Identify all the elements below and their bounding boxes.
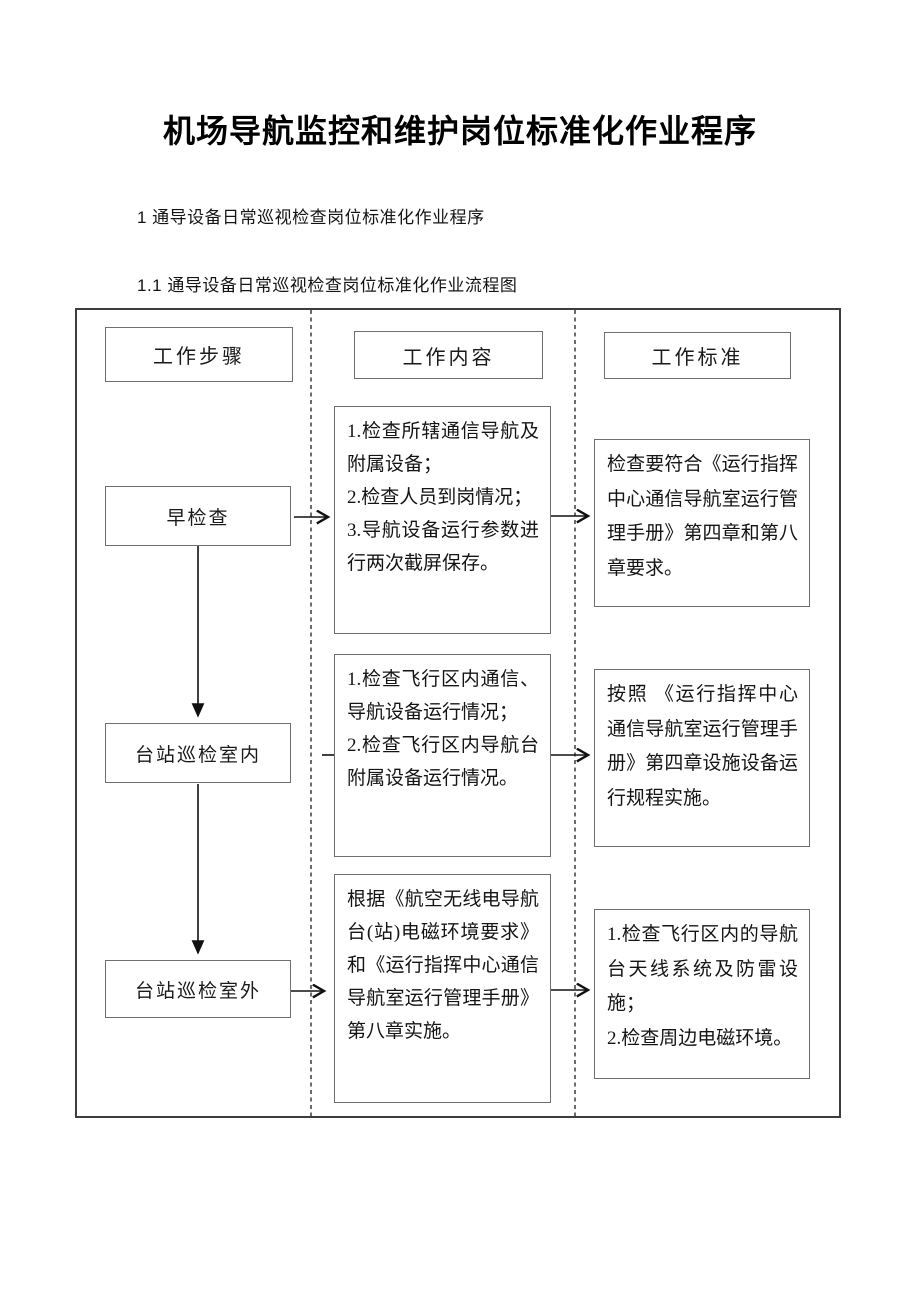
content-1-item-2: 2.检查人员到岗情况；	[347, 487, 533, 509]
content-box-1: 1.检查所辖通信导航及附属设备； 2.检查人员到岗情况； 3.导航设备运行参数进…	[334, 406, 551, 634]
standard-box-3: 1.检查飞行区内的导航台天线系统及防雷设施； 2.检查周边电磁环境。	[594, 909, 810, 1079]
step-box-station-indoor-patrol: 台站巡检室内	[105, 723, 291, 783]
content-3-item-1: 根据《航空无线电导航台(站)电磁环境要求》和《运行指挥中心通信导航室运行管理手册…	[347, 889, 539, 1043]
section-heading: 1 通导设备日常巡视检查岗位标准化作业程序	[137, 208, 485, 227]
standard-1-item-1: 检查要符合《运行指挥中心通信导航室运行管理手册》第四章和第八章要求。	[607, 454, 798, 579]
content-1-item-1: 1.检查所辖通信导航及附属设备；	[347, 421, 539, 476]
standard-2-item-1: 按照 《运行指挥中心通信导航室运行管理手册》第四章设施设备运行规程实施。	[607, 684, 798, 809]
page-title: 机场导航监控和维护岗位标准化作业程序	[162, 113, 757, 149]
standard-box-2: 按照 《运行指挥中心通信导航室运行管理手册》第四章设施设备运行规程实施。	[594, 669, 810, 847]
content-box-3: 根据《航空无线电导航台(站)电磁环境要求》和《运行指挥中心通信导航室运行管理手册…	[334, 874, 551, 1103]
content-2-item-1: 1.检查飞行区内通信、导航设备运行情况；	[347, 669, 539, 724]
flowchart-connectors	[191, 310, 839, 1116]
column-header-standard: 工作标准	[604, 332, 791, 379]
column-header-steps: 工作步骤	[105, 327, 293, 382]
standard-3-item-1: 1.检查飞行区内的导航台天线系统及防雷设施；	[607, 924, 798, 1015]
standard-3-item-2: 2.检查周边电磁环境。	[607, 1027, 793, 1049]
content-box-2: 1.检查飞行区内通信、导航设备运行情况； 2.检查飞行区内导航台附属设备运行情况…	[334, 654, 551, 857]
column-header-content: 工作内容	[354, 331, 543, 379]
content-1-item-3: 3.导航设备运行参数进行两次截屏保存。	[347, 520, 539, 575]
step-box-station-outdoor-patrol: 台站巡检室外	[105, 960, 291, 1018]
content-2-item-2: 2.检查飞行区内导航台附属设备运行情况。	[347, 735, 539, 790]
step-box-morning-check: 早检查	[105, 486, 291, 546]
flowchart: 工作步骤 工作内容 工作标准 早检查 台站巡检室内 台站巡检室外 1.检查所辖通…	[75, 308, 841, 1118]
standard-box-1: 检查要符合《运行指挥中心通信导航室运行管理手册》第四章和第八章要求。	[594, 439, 810, 607]
subsection-heading: 1.1 通导设备日常巡视检查岗位标准化作业流程图	[137, 276, 518, 295]
